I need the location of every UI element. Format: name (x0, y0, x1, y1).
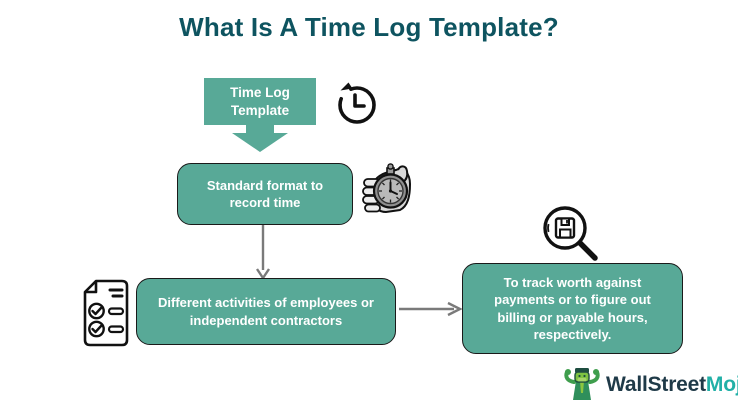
wallstreetmojo-bull-icon (564, 368, 600, 400)
flow-node-different-activities: Different activities of employees or ind… (136, 278, 396, 345)
node-line: Standard format to (206, 177, 324, 193)
flow-node-tracking-purpose: To track worth against payments or to fi… (462, 263, 683, 354)
down-block-arrow (232, 124, 288, 152)
page-title: What Is A Time Log Template? (179, 12, 559, 42)
logo-text-wallstreet: WallStreet (606, 373, 706, 396)
logo-text: WallStreetMojo (606, 373, 738, 397)
node-line: Different activities of employees or (157, 295, 374, 311)
node-line: Time Log (230, 84, 290, 100)
flow-node-standard-format: Standard format to record time (177, 163, 353, 225)
node-line: record time (229, 195, 301, 210)
magnifier-floppy-disk-icon (543, 206, 598, 261)
history-clock-icon (338, 82, 376, 124)
logo-text-mojo: Mojo (705, 373, 738, 396)
node-line: payments or to figure out (494, 292, 651, 308)
node-line: independent contractors (189, 312, 343, 328)
arrow-right-connector (399, 301, 463, 317)
node-line: Template (230, 102, 290, 118)
node-line: respectively. (533, 326, 612, 342)
stopwatch-in-hand-icon (362, 163, 412, 214)
wallstreetmojo-logo: WallStreetMojo (563, 366, 738, 404)
checklist-document-icon (83, 279, 129, 347)
arrow-down-connector (256, 225, 270, 280)
flow-node-time-log-template: Time Log Template (204, 78, 316, 125)
node-line: To track worth against (503, 275, 642, 291)
node-line: billing or payable hours, (497, 309, 648, 325)
